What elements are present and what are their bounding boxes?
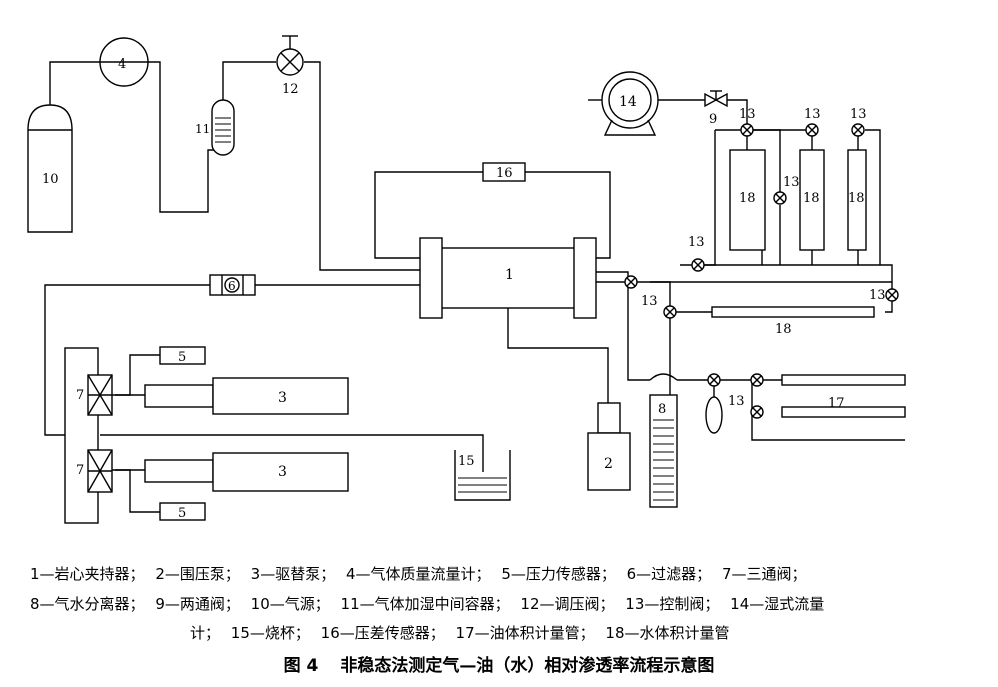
svg-text:12: 12: [282, 82, 299, 97]
drain-bulb: [705, 386, 723, 434]
legend-item: 5—压力传感器；: [501, 565, 616, 583]
gas-source-cylinder: 10: [27, 104, 73, 233]
svg-text:13: 13: [739, 107, 756, 122]
pressure-regulator-valve: 12: [276, 35, 304, 97]
legend-item: 15—烧杯；: [230, 624, 310, 642]
control-valve-d: [773, 191, 787, 205]
svg-text:18: 18: [775, 322, 792, 337]
svg-text:4: 4: [118, 57, 126, 72]
legend-item: 4—气体质量流量计；: [345, 565, 491, 583]
legend-item: 7—三通阀；: [721, 565, 807, 583]
control-valve-g: [663, 305, 677, 319]
displacement-pump-lower: 3: [144, 452, 349, 492]
control-valve-a: [740, 123, 754, 137]
filter: 6: [209, 274, 256, 296]
svg-text:9: 9: [709, 112, 717, 127]
svg-text:8: 8: [658, 402, 666, 417]
legend-item: 3—驱替泵；: [250, 565, 336, 583]
svg-text:3: 3: [278, 464, 287, 480]
beaker: 15: [454, 450, 511, 501]
legend-line-1: 1—岩心夹持器； 2—围压泵； 3—驱替泵； 4—气体质量流量计； 5—压力传感…: [30, 563, 970, 584]
svg-text:14: 14: [619, 94, 637, 110]
legend-item: 8—气水分离器；: [30, 595, 145, 613]
svg-text:11: 11: [195, 122, 210, 136]
legend-item: 14—湿式流量: [730, 595, 825, 613]
svg-text:15: 15: [458, 454, 475, 469]
legend-item: 9—两通阀；: [155, 595, 240, 613]
pressure-sensor-lower: 5: [159, 502, 206, 521]
three-way-valve-manifold: 7 7: [64, 347, 113, 524]
svg-text:13: 13: [728, 394, 745, 409]
gas-water-separator: 8: [649, 373, 678, 508]
legend-item: 2—围压泵；: [155, 565, 240, 583]
legend-item: 计；: [190, 624, 221, 642]
legend-line-3: 计； 15—烧杯； 16—压差传感器； 17—油体积计量管； 18—水体积计量管: [190, 622, 998, 643]
legend-item: 16—压差传感器；: [320, 624, 445, 642]
svg-text:16: 16: [496, 166, 513, 181]
svg-text:2: 2: [604, 456, 613, 472]
svg-text:13: 13: [850, 107, 867, 122]
svg-text:18: 18: [739, 191, 756, 206]
svg-text:13: 13: [688, 235, 705, 250]
legend-item: 17—油体积计量管；: [455, 624, 595, 642]
legend-item: 11—气体加湿中间容器；: [340, 595, 510, 613]
svg-text:3: 3: [278, 390, 287, 406]
control-valve-c: [851, 123, 865, 137]
svg-text:5: 5: [178, 506, 186, 521]
svg-text:13: 13: [783, 175, 800, 190]
confining-pressure-pump: 2: [587, 402, 631, 491]
control-valve-e: [691, 258, 705, 272]
legend-item: 12—调压阀；: [520, 595, 615, 613]
svg-text:18: 18: [848, 191, 865, 206]
control-valve-b: [805, 123, 819, 137]
control-valve-h: [885, 288, 899, 302]
legend-line-2: 8—气水分离器； 9—两通阀； 10—气源； 11—气体加湿中间容器； 12—调…: [30, 593, 970, 614]
gas-mass-flowmeter: 4: [99, 37, 149, 87]
water-volume-tube-1: 18: [729, 149, 766, 251]
legend-item: 1—岩心夹持器；: [30, 565, 145, 583]
legend-item: 13—控制阀；: [625, 595, 720, 613]
svg-text:13: 13: [641, 294, 658, 309]
control-valve-i: [707, 373, 721, 387]
control-valves: [624, 123, 899, 419]
water-volume-tube-3: 18: [847, 149, 867, 251]
water-volume-tube-horizontal: 18: [711, 306, 875, 337]
control-valve-f: [624, 275, 638, 289]
control-valve-j: [750, 373, 764, 387]
oil-volume-tube: 17: [781, 374, 906, 418]
svg-text:7: 7: [76, 463, 84, 478]
control-valve-k: [750, 405, 764, 419]
legend-item: 6—过滤器；: [626, 565, 712, 583]
svg-text:5: 5: [178, 350, 186, 365]
flow-schematic: 1 16 2 10 4 11 12: [27, 35, 906, 524]
svg-text:13: 13: [804, 107, 821, 122]
core-holder: 1: [419, 237, 597, 319]
legend-item: 10—气源；: [250, 595, 330, 613]
svg-text:17: 17: [828, 396, 845, 411]
two-way-valve: 9: [704, 90, 728, 127]
differential-pressure-sensor: 16: [482, 162, 526, 182]
figure-caption: 图 4 非稳态法测定气—油（水）相对渗透率流程示意图: [0, 651, 998, 676]
svg-text:7: 7: [76, 388, 84, 403]
water-volume-tube-2: 18: [799, 149, 825, 251]
svg-text:1: 1: [505, 267, 514, 283]
wet-gas-flowmeter: 14: [588, 71, 659, 136]
svg-text:6: 6: [228, 279, 236, 293]
figure-number: 图 4: [283, 656, 319, 676]
displacement-pump-upper: 3: [144, 377, 349, 415]
legend-item: 18—水体积计量管: [605, 624, 730, 642]
svg-text:18: 18: [803, 191, 820, 206]
humidifier-vessel: 11: [195, 99, 235, 156]
control-valve-labels: 13 13 13 13 13 13 13 13: [641, 107, 886, 409]
figure-title: 非稳态法测定气—油（水）相对渗透率流程示意图: [340, 656, 715, 676]
svg-text:13: 13: [869, 288, 886, 303]
svg-text:10: 10: [42, 172, 59, 187]
pressure-sensor-upper: 5: [159, 346, 206, 365]
